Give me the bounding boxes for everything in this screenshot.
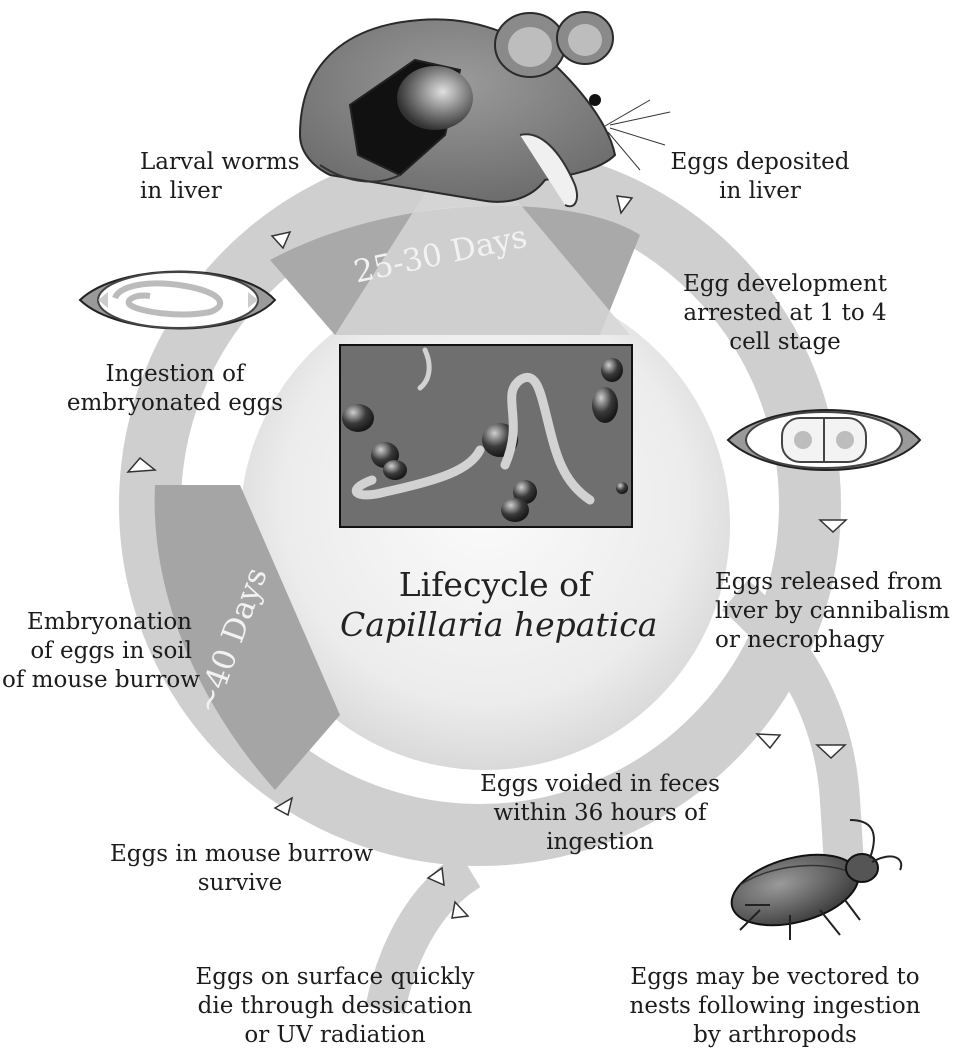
title-line-1: Lifecycle of	[340, 565, 650, 605]
beetle-illustration	[724, 820, 901, 940]
liver-section-inset	[340, 345, 632, 527]
undeveloped-egg-illustration	[728, 410, 920, 470]
diagram-title: Lifecycle of Capillaria hepatica	[340, 565, 650, 645]
title-line-2: Capillaria hepatica	[340, 605, 650, 645]
